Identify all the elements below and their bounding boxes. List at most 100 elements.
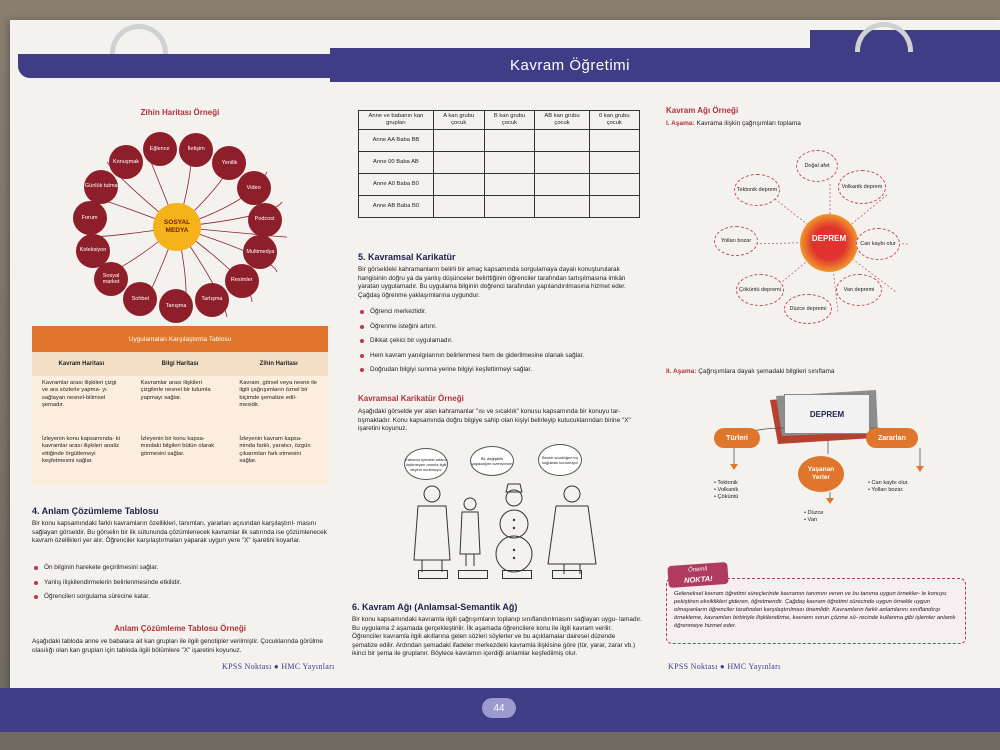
list-item: • Yolları bozar.: [868, 487, 904, 493]
table-head: 0 kan grubu çocuk: [588, 110, 641, 130]
answer-cell[interactable]: [588, 129, 641, 152]
section-4-title: 4. Anlam Çözümleme Tablosu: [32, 506, 159, 516]
mindmap-node: Podcost: [247, 202, 282, 237]
list-item: • Volkanik: [714, 487, 739, 493]
speech-bubble: Kabanın içindeki adamı üşütmeyen onunla …: [404, 448, 448, 480]
mindmap-node: Resimler: [224, 263, 259, 298]
association-bubble: Çöküntü depremi: [736, 274, 784, 306]
stage-2-text: Çağrışımlara dayalı şemadaki bilgileri s…: [698, 368, 835, 375]
answer-cell[interactable]: [483, 129, 536, 152]
table-header-row: Anne ve babanın kan grupları A kan grubu…: [358, 110, 641, 130]
comparison-table-header: Kavram Haritası Bilgi Haritası Zihin Har…: [32, 352, 328, 376]
comparison-cell: İzleyenin bir konu kapsa- mındaki bilgil…: [140, 436, 215, 457]
bullet-item: Hem kavram yanılgılarının belirlenmesi h…: [358, 352, 642, 361]
comparison-cell: Kavram, görsel veya nesne ile ilgili çağ…: [239, 380, 317, 409]
comparison-table-title: Uygulamaları Karşılaştırma Tablosu: [32, 326, 328, 352]
answer-checkbox[interactable]: [458, 570, 488, 579]
list-item-text: Yolları bozar.: [871, 487, 904, 493]
mindmap-title: Zihin Haritası Örneği: [140, 108, 220, 117]
list-item-text: Volkanik: [717, 487, 739, 493]
bullet-item: Öğrenci merkezlidir.: [358, 308, 642, 317]
association-bubble: Yolları bozar: [714, 226, 758, 256]
answer-checkbox[interactable]: [418, 570, 448, 579]
answer-cell[interactable]: [483, 173, 536, 196]
bullet-item: Yanlış ilişkilendirmelerin belirlenmesin…: [32, 579, 328, 588]
association-bubble: Volkanik deprem: [838, 170, 886, 204]
comparison-row: Kavramlar arası ilişkileri çizgi ve ara …: [32, 376, 328, 432]
important-note-box: [666, 578, 966, 644]
important-note-text: Geleneksel kavram öğretimi süreçlerinde …: [674, 591, 956, 629]
list-item: • Van: [804, 517, 818, 523]
answer-cell[interactable]: [534, 129, 590, 152]
comparison-head: Kavram Haritası: [58, 361, 105, 367]
list-item: • Tektonik: [714, 480, 738, 486]
answer-cell[interactable]: [588, 151, 641, 174]
list-item-text: Can kaybı olur.: [871, 480, 909, 486]
cartoon-illustration: [413, 483, 597, 574]
table-row: Anne AA Baba BB: [358, 129, 641, 152]
table-cell: Anne AA Baba BB: [358, 129, 434, 152]
answer-cell[interactable]: [432, 173, 485, 196]
bullet-item: Öğrenme isteğini artırır.: [358, 323, 642, 332]
answer-cell[interactable]: [534, 195, 590, 218]
list-item: • Düzce: [804, 510, 824, 516]
section-5-example-title: Kavramsal Karikatür Örneği: [358, 394, 464, 403]
stage-2-label: II. Aşama:: [666, 368, 697, 375]
comparison-cell: İzleyenin konu kapsamında- ki kavramlar …: [42, 436, 120, 465]
bullet-item: Dikkat çekici bir uygulamadır.: [358, 337, 642, 346]
association-bubble: Van depremi: [836, 274, 882, 306]
answer-cell[interactable]: [588, 173, 641, 196]
mindmap-node: İletişim: [179, 132, 214, 167]
answer-checkbox[interactable]: [502, 570, 532, 579]
list-item-text: Van: [807, 517, 818, 523]
comparison-head: Zihin Haritası: [259, 361, 298, 367]
mindmap-node: Koleksiyon: [76, 233, 111, 268]
speech-bubble: Benim sıcaklığım bu soğuktan korumuyor: [538, 444, 582, 476]
answer-cell[interactable]: [432, 151, 485, 174]
bullet-item: Ön bilginin harekete geçirilmesini sağla…: [32, 564, 328, 573]
classification-center: DEPREM: [784, 394, 870, 434]
table-cell: Anne AB Baba B0: [358, 195, 434, 218]
comparison-cell: Kavramlar arası ilişkileri çizgi ve ara …: [42, 380, 117, 409]
section-4-text: Bir konu kapsamındaki farklı kavramların…: [32, 520, 327, 545]
comparison-row: İzleyenin konu kapsamında- ki kavramlar …: [32, 432, 328, 486]
list-item-text: Çöküntü: [717, 494, 739, 500]
section-4-example-title: Anlam Çözümleme Tablosu Örneği: [114, 624, 246, 633]
footer-brand-left: KPSS Noktası ● HMC Yayınları: [222, 662, 335, 671]
types-list: • Tektonik • Volkanik • Çöküntü: [714, 480, 738, 501]
category-places: Yaşanan Yerler: [798, 456, 844, 492]
table-row: Anne AB Baba B0: [358, 195, 641, 218]
mindmap-node: Yenilik: [212, 146, 247, 181]
section-4-example-text: Aşağıdaki tabloda anne ve babalara ait k…: [32, 638, 323, 654]
table-head: Anne ve babanın kan grupları: [358, 110, 434, 130]
page-number: 44: [482, 698, 516, 718]
answer-cell[interactable]: [483, 151, 536, 174]
category-types: Türleri: [714, 428, 760, 448]
association-bubble: Can kaybı olur: [856, 228, 900, 260]
answer-checkbox[interactable]: [552, 570, 582, 579]
stage-2-line: II. Aşama: Çağrışımlara dayalı şemadaki …: [666, 368, 834, 375]
list-item-text: Tektonik: [717, 480, 738, 486]
comparison-table: Uygulamaları Karşılaştırma Tablosu Kavra…: [32, 326, 328, 486]
page-title: Kavram Öğretimi: [330, 48, 810, 82]
answer-cell[interactable]: [432, 195, 485, 218]
header-band-left: [18, 54, 330, 78]
answer-cell[interactable]: [534, 173, 590, 196]
answer-cell[interactable]: [534, 151, 590, 174]
section-5-bullets: Öğrenci merkezlidir. Öğrenme isteğini ar…: [358, 302, 642, 375]
answer-cell[interactable]: [432, 129, 485, 152]
table-cell: Anne A0 Baba B0: [358, 173, 434, 196]
association-bubble: Tektonik deprem: [734, 174, 780, 206]
section-5-example-text: Aşağıdaki görselde yer alan kahramanlar …: [358, 408, 631, 433]
comparison-head: Bilgi Haritası: [161, 361, 199, 367]
mindmap-node: Sohbet: [123, 282, 158, 316]
table-cell: Anne 00 Baba AB: [358, 151, 434, 174]
mindmap-node: Konuşmak: [109, 145, 144, 180]
table-head: A kan grubu çocuk: [432, 110, 485, 130]
table-row: Anne A0 Baba B0: [358, 173, 641, 196]
mindmap-node: Video: [236, 171, 271, 206]
association-bubble: Doğal afet: [796, 150, 838, 182]
blood-group-table: Anne ve babanın kan grupları A kan grubu…: [358, 110, 641, 218]
answer-cell[interactable]: [483, 195, 536, 218]
answer-cell[interactable]: [588, 195, 641, 218]
